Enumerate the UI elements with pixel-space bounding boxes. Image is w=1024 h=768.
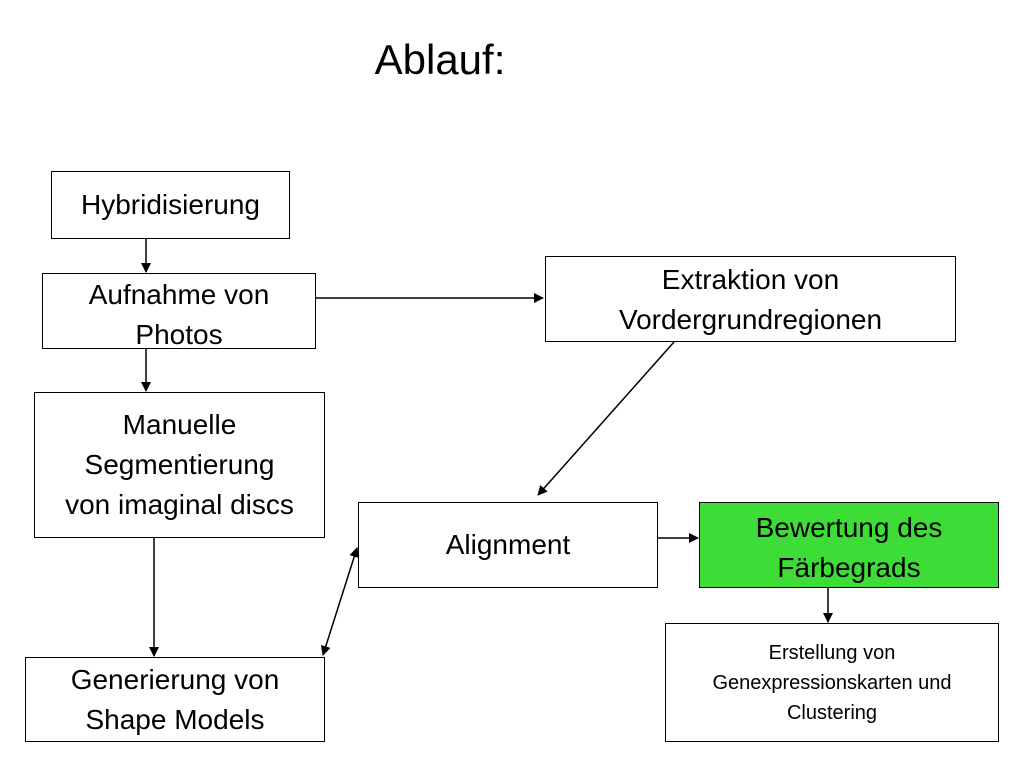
node-label: Generierung von Shape Models: [70, 664, 280, 735]
page-title: Ablauf:: [374, 36, 506, 83]
node-label: Erstellung von Genexpressionskarten und …: [712, 641, 952, 724]
node-genexpressionskarten: Erstellung von Genexpressionskarten und …: [665, 623, 999, 742]
node-hybridisierung: Hybridisierung: [51, 171, 290, 239]
node-shape-models: Generierung von Shape Models: [25, 657, 325, 742]
arrow-extract-to-align: [537, 341, 675, 496]
node-label: Hybridisierung: [81, 189, 260, 220]
node-label: Extraktion von Vordergrundregionen: [618, 264, 883, 335]
node-alignment: Alignment: [358, 502, 658, 588]
node-aufnahme-photos: Aufnahme von Photos: [42, 273, 316, 350]
node-label: Aufnahme von Photos: [88, 279, 270, 350]
node-manuelle-segmentierung: Manuelle Segmentierung von imaginal disc…: [34, 392, 325, 538]
arrow-shape-align-bidirectional: [320, 547, 360, 656]
node-bewertung-faerbegrad: Bewertung des Färbegrads: [699, 502, 999, 588]
node-label: Bewertung des Färbegrads: [755, 512, 943, 583]
node-extraktion-vordergrund: Extraktion von Vordergrundregionen: [545, 256, 956, 342]
node-label: Manuelle Segmentierung von imaginal disc…: [65, 409, 294, 520]
node-label: Alignment: [445, 529, 571, 560]
